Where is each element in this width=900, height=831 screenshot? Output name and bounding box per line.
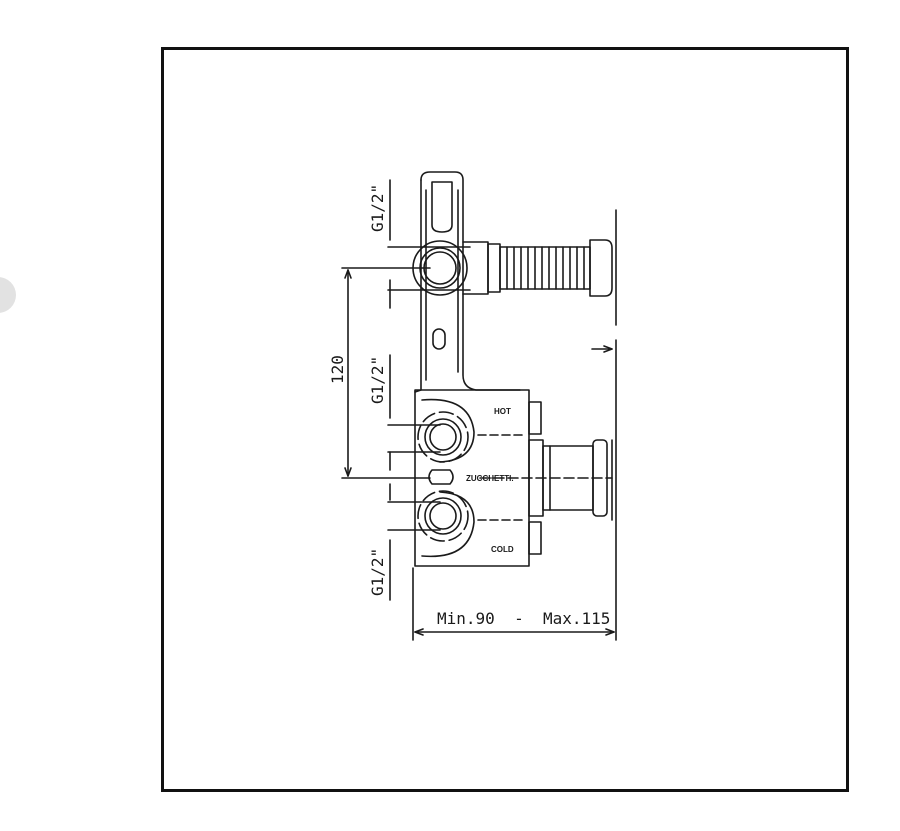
gallery-nav-dot[interactable] (0, 277, 16, 313)
technical-drawing-frame (161, 47, 849, 792)
